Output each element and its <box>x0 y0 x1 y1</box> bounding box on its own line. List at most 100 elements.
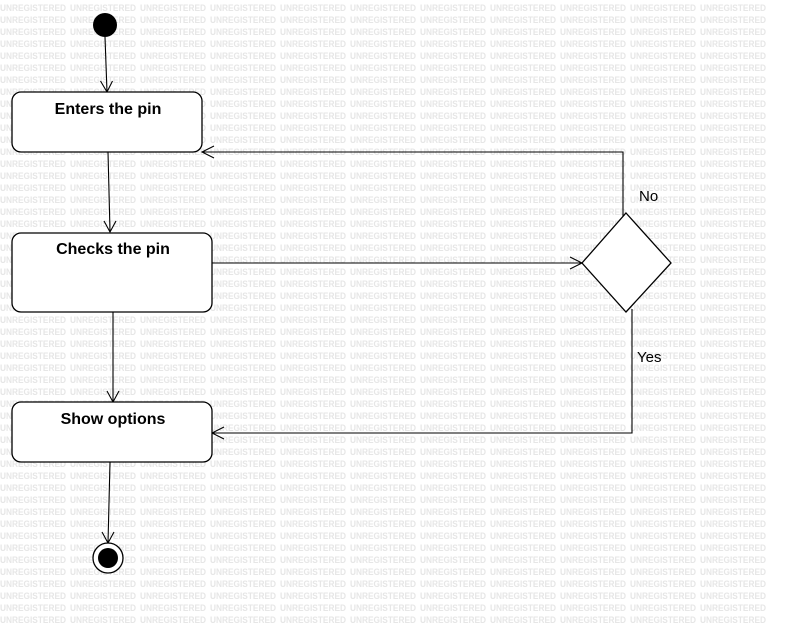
watermark-text: UNREGISTERED <box>350 63 416 73</box>
watermark-text: UNREGISTERED <box>420 39 486 49</box>
watermark-text: UNREGISTERED <box>420 183 486 193</box>
watermark-text: UNREGISTERED <box>420 615 486 625</box>
watermark-text: UNREGISTERED <box>0 543 66 553</box>
watermark-text: UNREGISTERED <box>70 579 136 589</box>
watermark-text: UNREGISTERED <box>210 243 276 253</box>
watermark-text: UNREGISTERED <box>420 519 486 529</box>
watermark-text: UNREGISTERED <box>280 315 346 325</box>
watermark-text: UNREGISTERED <box>630 363 696 373</box>
watermark-text: UNREGISTERED <box>0 591 66 601</box>
watermark-text: UNREGISTERED <box>700 435 766 445</box>
watermark-text: UNREGISTERED <box>420 363 486 373</box>
watermark-text: UNREGISTERED <box>630 219 696 229</box>
watermark-text: UNREGISTERED <box>0 351 66 361</box>
watermark-text: UNREGISTERED <box>350 375 416 385</box>
watermark-text: UNREGISTERED <box>420 27 486 37</box>
watermark-text: UNREGISTERED <box>280 51 346 61</box>
watermark-text: UNREGISTERED <box>630 435 696 445</box>
watermark-text: UNREGISTERED <box>280 123 346 133</box>
watermark-text: UNREGISTERED <box>700 315 766 325</box>
watermark-text: UNREGISTERED <box>350 459 416 469</box>
watermark-text: UNREGISTERED <box>0 459 66 469</box>
watermark-text: UNREGISTERED <box>420 315 486 325</box>
watermark-text: UNREGISTERED <box>140 39 206 49</box>
watermark-text: UNREGISTERED <box>490 579 556 589</box>
watermark-text: UNREGISTERED <box>140 219 206 229</box>
watermark-text: UNREGISTERED <box>700 99 766 109</box>
watermark-text: UNREGISTERED <box>0 579 66 589</box>
final-node[interactable] <box>92 542 124 574</box>
watermark-text: UNREGISTERED <box>280 567 346 577</box>
watermark-text: UNREGISTERED <box>140 75 206 85</box>
action-show-options[interactable] <box>11 401 213 463</box>
watermark-text: UNREGISTERED <box>350 495 416 505</box>
watermark-text: UNREGISTERED <box>490 555 556 565</box>
watermark-text: UNREGISTERED <box>490 423 556 433</box>
watermark-text: UNREGISTERED <box>350 3 416 13</box>
watermark-text: UNREGISTERED <box>420 75 486 85</box>
watermark-text: UNREGISTERED <box>210 75 276 85</box>
initial-node[interactable] <box>93 13 117 37</box>
watermark-text: UNREGISTERED <box>630 63 696 73</box>
watermark-text: UNREGISTERED <box>280 219 346 229</box>
watermark-text: UNREGISTERED <box>560 207 626 217</box>
watermark-text: UNREGISTERED <box>140 3 206 13</box>
decision-node[interactable] <box>581 212 672 313</box>
watermark-text: UNREGISTERED <box>70 195 136 205</box>
watermark-text: UNREGISTERED <box>700 519 766 529</box>
watermark-text: UNREGISTERED <box>0 171 66 181</box>
watermark-text: UNREGISTERED <box>210 279 276 289</box>
watermark-text: UNREGISTERED <box>560 219 626 229</box>
watermark-text: UNREGISTERED <box>0 63 66 73</box>
watermark-text: UNREGISTERED <box>140 471 206 481</box>
watermark-text: UNREGISTERED <box>210 99 276 109</box>
watermark-text: UNREGISTERED <box>0 219 66 229</box>
watermark-text: UNREGISTERED <box>560 135 626 145</box>
watermark-text: UNREGISTERED <box>700 267 766 277</box>
watermark-text: UNREGISTERED <box>210 27 276 37</box>
watermark-text: UNREGISTERED <box>490 327 556 337</box>
action-check-pin[interactable] <box>11 232 213 313</box>
watermark-text: UNREGISTERED <box>490 123 556 133</box>
watermark-text: UNREGISTERED <box>70 507 136 517</box>
watermark-text: UNREGISTERED <box>140 171 206 181</box>
watermark-text: UNREGISTERED <box>350 279 416 289</box>
watermark-text: UNREGISTERED <box>140 51 206 61</box>
watermark-text: UNREGISTERED <box>420 591 486 601</box>
watermark-text: UNREGISTERED <box>630 567 696 577</box>
watermark-text: UNREGISTERED <box>490 315 556 325</box>
watermark-text: UNREGISTERED <box>490 411 556 421</box>
watermark-text: UNREGISTERED <box>630 423 696 433</box>
watermark-text: UNREGISTERED <box>350 15 416 25</box>
watermark-text: UNREGISTERED <box>490 99 556 109</box>
watermark-text: UNREGISTERED <box>490 27 556 37</box>
watermark-text: UNREGISTERED <box>280 15 346 25</box>
watermark-text: UNREGISTERED <box>560 339 626 349</box>
watermark-text: UNREGISTERED <box>630 315 696 325</box>
watermark-text: UNREGISTERED <box>210 291 276 301</box>
watermark-text: UNREGISTERED <box>0 567 66 577</box>
watermark-text: UNREGISTERED <box>140 195 206 205</box>
watermark-text: UNREGISTERED <box>420 483 486 493</box>
watermark-text: UNREGISTERED <box>350 435 416 445</box>
watermark-text: UNREGISTERED <box>560 567 626 577</box>
watermark-text: UNREGISTERED <box>350 351 416 361</box>
watermark-text: UNREGISTERED <box>280 87 346 97</box>
watermark-text: UNREGISTERED <box>70 171 136 181</box>
watermark-text: UNREGISTERED <box>630 303 696 313</box>
watermark-text: UNREGISTERED <box>490 243 556 253</box>
watermark-text: UNREGISTERED <box>0 471 66 481</box>
watermark-text: UNREGISTERED <box>0 183 66 193</box>
watermark-text: UNREGISTERED <box>210 375 276 385</box>
edge-show-options-to-final <box>107 461 111 544</box>
watermark-text: UNREGISTERED <box>210 531 276 541</box>
watermark-text: UNREGISTERED <box>350 255 416 265</box>
action-check-pin-label: Checks the pin <box>56 241 170 258</box>
watermark-text: UNREGISTERED <box>0 75 66 85</box>
watermark-text: UNREGISTERED <box>700 51 766 61</box>
watermark-text: UNREGISTERED <box>210 495 276 505</box>
watermark-text: UNREGISTERED <box>700 111 766 121</box>
action-enter-pin[interactable] <box>11 91 203 153</box>
watermark-text: UNREGISTERED <box>0 603 66 613</box>
watermark-text: UNREGISTERED <box>700 399 766 409</box>
